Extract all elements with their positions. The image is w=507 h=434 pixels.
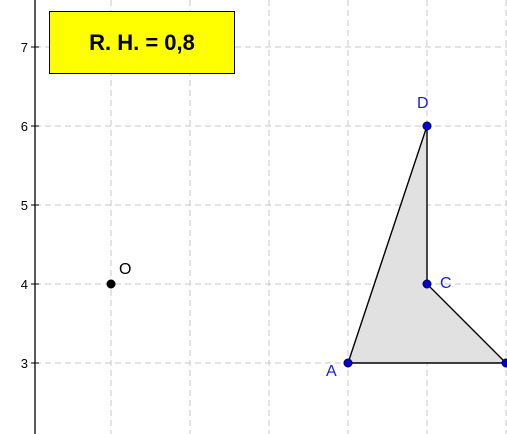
- polygon-abcd: [347, 125, 507, 364]
- homothety-ratio-box: R. H. = 0,8: [49, 11, 235, 74]
- point-label-c: C: [440, 275, 452, 292]
- polygon-layer: [347, 125, 507, 364]
- point-c: [422, 279, 432, 289]
- point-label-a: A: [326, 363, 337, 380]
- y-tick-label: 3: [21, 356, 28, 371]
- point-label-d: D: [417, 95, 429, 112]
- point-label-o: O: [119, 261, 131, 278]
- y-tick-label: 6: [21, 119, 28, 134]
- point-o: [106, 279, 116, 289]
- point-b: [501, 358, 507, 368]
- y-tick-label: 4: [21, 277, 28, 292]
- homothety-ratio-text: R. H. = 0,8: [89, 29, 195, 55]
- point-d: [422, 121, 432, 131]
- y-axis: 3 4 5 6 7: [21, 0, 39, 434]
- y-tick-label: 7: [21, 40, 28, 55]
- point-a: [343, 358, 353, 368]
- points-layer: ABCDO: [106, 95, 507, 380]
- y-tick-label: 5: [21, 198, 28, 213]
